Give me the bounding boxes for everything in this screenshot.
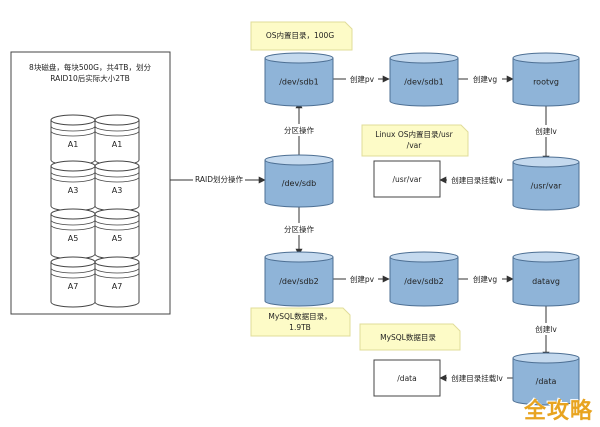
note-os-size: OS内置目录，100G — [250, 21, 353, 51]
note-linux-dir-line1: Linux OS内置目录/usr — [375, 129, 453, 139]
cylinder-dev-sdb-label: /dev/sdb — [282, 179, 316, 188]
raid-disk: A5 — [50, 208, 96, 260]
label-create-pv-bottom: 创建pv — [350, 274, 375, 284]
cylinder-rootvg-label: rootvg — [533, 78, 559, 87]
note-linux-dir: Linux OS内置目录/usr /var — [361, 124, 469, 157]
raid-disk: A1 — [50, 114, 96, 166]
raid-disk-label: A1 — [68, 140, 79, 149]
raid-disk: A7 — [50, 256, 96, 308]
label-create-vg-bottom: 创建vg — [473, 274, 497, 284]
note-mysql-size-line2: 1.9TB — [289, 323, 311, 332]
label-create-lv-top: 创建lv — [535, 126, 557, 136]
label-partition-top: 分区操作 — [284, 125, 314, 135]
label-mount-bottom: 创建目录挂载lv — [451, 373, 503, 383]
watermark-text: 全攻略 — [524, 399, 594, 424]
raid-disk: A7 — [94, 256, 140, 308]
raid-disk-label: A7 — [112, 282, 123, 291]
label-create-vg-top: 创建vg — [473, 74, 497, 84]
raid-desc-line1: 8块磁盘，每块500G，共4TB，划分 — [29, 62, 151, 72]
note-os-size-text: OS内置目录，100G — [266, 30, 334, 40]
storage-nodes: /dev/sdb/dev/sdb1/dev/sdb1 rootvg/usr/var… — [264, 52, 580, 406]
cylinder-dev-sdb2-label: /dev/sdb2 — [279, 277, 319, 286]
cylinder-dev-sdb1-label: /dev/sdb1 — [279, 78, 319, 87]
cylinder-lv-usr-var-label: /usr/var — [531, 182, 563, 191]
label-raid-partition: RAID划分操作 — [195, 174, 244, 184]
label-create-pv-top: 创建pv — [350, 74, 375, 84]
cylinder-dev-sdb2: /dev/sdb2 — [264, 251, 334, 307]
label-partition-bottom: 分区操作 — [284, 224, 314, 234]
raid-disk: A3 — [50, 160, 96, 212]
note-linux-dir-line2: /var — [407, 141, 423, 150]
cylinder-pv-sdb2: /dev/sdb2 — [389, 251, 459, 307]
raid-disk: A1 — [94, 114, 140, 166]
raid-disk-label: A3 — [112, 186, 123, 195]
note-mysql-size: MySQL数据目录， 1.9TB — [250, 307, 351, 337]
note-mysql-size-line1: MySQL数据目录， — [268, 311, 331, 321]
raid-disk-label: A7 — [68, 282, 79, 291]
cylinder-datavg-label: datavg — [532, 277, 560, 286]
raid-disk: A5 — [94, 208, 140, 260]
raid-disk-label: A1 — [112, 140, 123, 149]
dir-box-usr-var: /usr/var — [373, 160, 441, 198]
raid-disk-label: A3 — [68, 186, 79, 195]
cylinder-rootvg: rootvg — [512, 52, 580, 107]
dir-usr-var-text: /usr/var — [393, 175, 423, 184]
raid-disk-label: A5 — [68, 234, 79, 243]
dir-data-text: /data — [397, 374, 416, 383]
raid-disk-label: A5 — [112, 234, 123, 243]
raid-desc-line2: RAID10后实际大小2TB — [50, 73, 130, 83]
label-create-lv-bottom: 创建lv — [535, 324, 557, 334]
cylinder-datavg: datavg — [512, 251, 580, 307]
cylinder-lv-usr-var: /usr/var — [512, 156, 580, 211]
dir-box-data: /data — [373, 359, 441, 397]
cylinder-pv-sdb2-label: /dev/sdb2 — [404, 277, 444, 286]
cylinder-lv-data-label: /data — [536, 377, 557, 386]
note-mysql-dir-text: MySQL数据目录 — [380, 332, 436, 342]
cylinder-pv-sdb1: /dev/sdb1 — [389, 52, 459, 107]
note-mysql-dir: MySQL数据目录 — [359, 323, 461, 351]
raid-disk: A3 — [94, 160, 140, 212]
cylinder-pv-sdb1-label: /dev/sdb1 — [404, 78, 444, 87]
label-mount-top: 创建目录挂载lv — [451, 175, 503, 185]
cylinder-dev-sdb1: /dev/sdb1 — [264, 52, 334, 107]
cylinder-lv-data: /data — [512, 352, 580, 406]
cylinder-dev-sdb: /dev/sdb — [264, 154, 334, 208]
